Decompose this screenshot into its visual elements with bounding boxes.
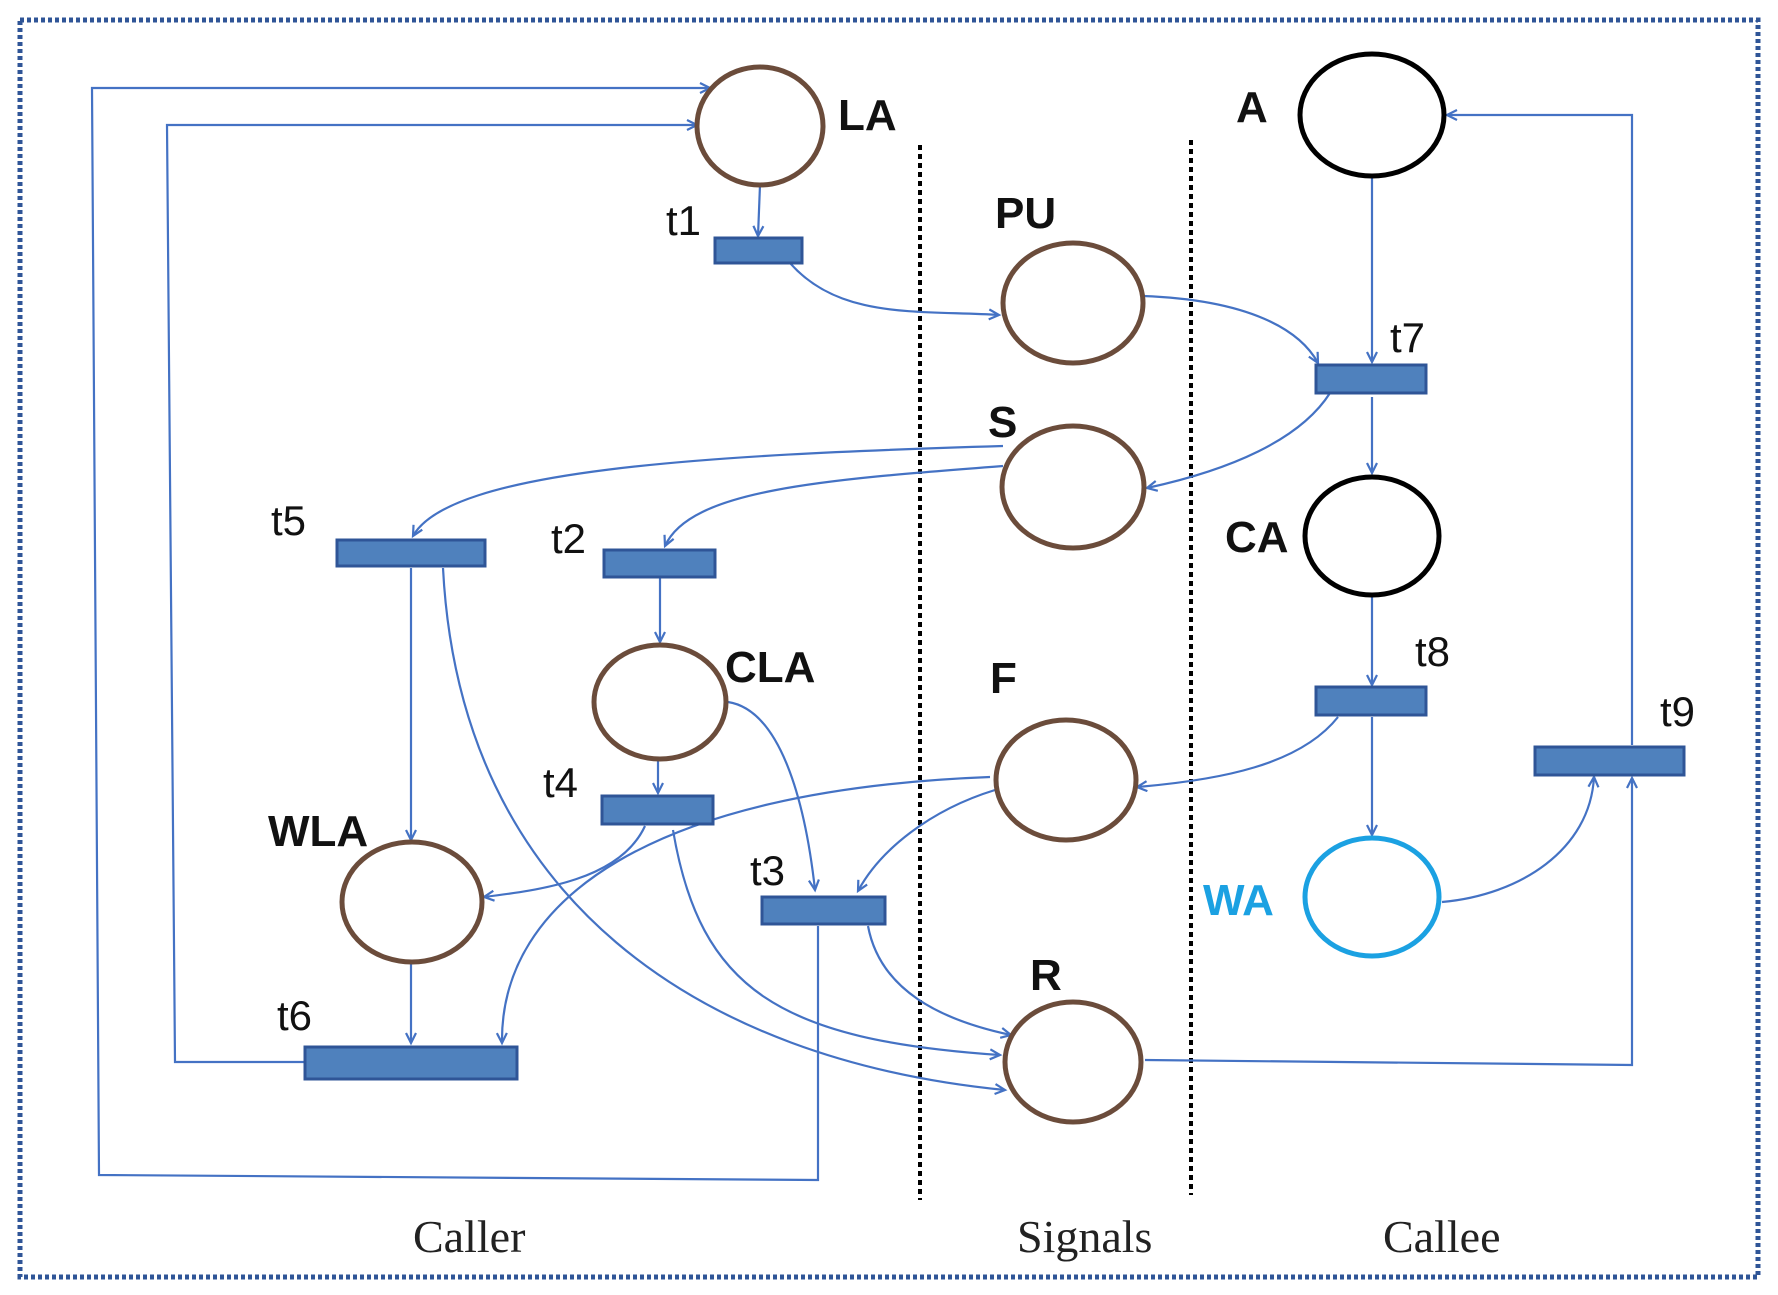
transition-label-t3: t3 <box>750 847 785 894</box>
place-label-WA: WA <box>1203 876 1274 925</box>
transition-t2 <box>602 548 717 579</box>
place-label-PU: PU <box>995 189 1056 238</box>
transition-t6 <box>303 1045 519 1081</box>
transition-t4 <box>600 794 715 826</box>
transition-label-t9: t9 <box>1660 688 1695 735</box>
transition-t8 <box>1314 685 1428 717</box>
transition-t9 <box>1533 745 1686 777</box>
place-WLA <box>339 839 485 965</box>
arc-CLA-t3 <box>727 700 820 893</box>
region-label-signals: Signals <box>1017 1211 1152 1262</box>
places <box>339 51 1447 1125</box>
arc-t1-PU <box>789 262 1002 321</box>
arc-t4-R <box>671 829 1003 1061</box>
place-label-WLA: WLA <box>268 807 368 856</box>
arc-t4-WLA <box>481 825 646 902</box>
place-A <box>1297 51 1447 179</box>
transitions <box>303 236 1686 1081</box>
place-label-F: F <box>990 654 1017 703</box>
transition-t1 <box>713 236 804 265</box>
transition-t3 <box>760 895 887 926</box>
transition-label-t8: t8 <box>1415 628 1450 675</box>
arc-t8-F <box>1134 716 1339 793</box>
place-label-CLA: CLA <box>725 643 815 692</box>
place-WA <box>1302 835 1442 959</box>
arc-t6-LA <box>165 119 700 1064</box>
transition-t7 <box>1314 363 1428 395</box>
transition-t5 <box>335 538 487 568</box>
transition-label-t1: t1 <box>666 197 701 244</box>
arc-t5-R <box>441 567 1008 1096</box>
place-F <box>993 717 1139 843</box>
place-CLA <box>591 642 729 762</box>
arc-t7-S <box>1144 392 1331 492</box>
place-LA <box>694 64 826 188</box>
place-S <box>999 423 1147 551</box>
transition-label-t6: t6 <box>277 992 312 1039</box>
place-CA <box>1302 474 1442 598</box>
arc-R-t9 <box>1144 775 1638 1067</box>
place-label-A: A <box>1236 83 1268 132</box>
transition-label-t2: t2 <box>551 515 586 562</box>
transition-label-t4: t4 <box>543 759 578 806</box>
arc-S-t5 <box>411 444 1004 539</box>
transition-label-t7: t7 <box>1390 314 1425 361</box>
arc-LA-t1 <box>752 184 765 239</box>
arc-F-t3 <box>856 788 996 894</box>
place-label-R: R <box>1030 951 1062 1000</box>
region-label-caller: Caller <box>413 1211 525 1262</box>
region-labels: Caller Signals Callee <box>413 1211 1501 1262</box>
place-R <box>1002 999 1144 1125</box>
place-label-LA: LA <box>838 91 897 140</box>
arc-t3-LA <box>90 82 820 1182</box>
place-PU <box>1000 240 1146 366</box>
place-label-S: S <box>988 398 1017 447</box>
region-label-callee: Callee <box>1383 1211 1501 1262</box>
arc-t9-A <box>1444 109 1634 745</box>
arc-F-t6 <box>495 775 991 1046</box>
place-labels: LA PU S CLA F WLA R A CA WA <box>268 83 1289 1000</box>
arc-t3-R <box>866 925 1014 1039</box>
place-label-CA: CA <box>1225 513 1289 562</box>
transition-labels: t1 t2 t3 t4 t5 t6 t7 t8 t9 <box>271 197 1695 1039</box>
diagram-frame <box>17 17 1761 1280</box>
transition-label-t5: t5 <box>271 497 306 544</box>
arc-S-t2 <box>663 464 1004 549</box>
arc-WA-t9 <box>1441 774 1600 904</box>
arc-PU-t7 <box>1142 294 1320 366</box>
arcs <box>90 82 1638 1182</box>
